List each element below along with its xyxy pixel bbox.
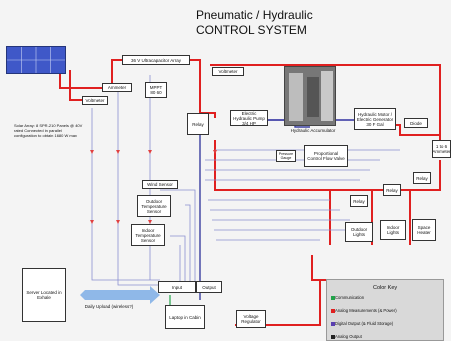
legend-item-1: Analog Measurements (& Power) bbox=[335, 308, 397, 313]
indoor-temp-sensor: Indoor Temperature Sensor bbox=[131, 224, 165, 246]
voltmeter-left: Voltmeter bbox=[82, 96, 108, 105]
upload-arrow bbox=[80, 286, 160, 304]
solar-array bbox=[6, 46, 66, 74]
ammeter-right: 1 to 6 Ammeter bbox=[432, 140, 451, 158]
legend-swatch-0 bbox=[331, 296, 335, 300]
indoor-lights: Indoor Lights bbox=[380, 220, 406, 240]
mppt-box: MPPT 80 60 bbox=[145, 82, 167, 98]
arrow-marks bbox=[90, 150, 217, 224]
laptop-box: Laptop in Cabin bbox=[165, 305, 205, 329]
upload-label: Daily Upload (wireless?) bbox=[84, 304, 134, 309]
legend-title: Color Key bbox=[373, 285, 398, 291]
output-box: Output bbox=[196, 281, 222, 293]
legend-item-3: Analog Output bbox=[335, 334, 362, 339]
relay-indoor: Relay bbox=[383, 184, 401, 196]
legend-swatch-1 bbox=[331, 309, 335, 313]
legend-item-2: Digital Output (& Fluid Storage) bbox=[335, 321, 394, 326]
server-box: Server Located in Exhale bbox=[22, 268, 66, 322]
ammeter-box: Ammeter bbox=[102, 83, 132, 92]
legend-swatch-2 bbox=[331, 322, 335, 326]
signal-lines bbox=[91, 75, 400, 286]
color-key-legend: Color Key Communication Analog Measureme… bbox=[326, 279, 444, 341]
legend-swatch-3 bbox=[331, 335, 335, 339]
pressure-gauge: Pressure Gauge bbox=[276, 150, 296, 162]
flow-control-valve: Proportional Control Flow Valve bbox=[304, 145, 348, 167]
diagram-title-line1: Pneumatic / Hydraulic bbox=[196, 8, 313, 22]
space-heater: Space Heater bbox=[412, 219, 436, 241]
relay-outdoor: Relay bbox=[350, 195, 368, 207]
relay-main: Relay bbox=[187, 113, 209, 135]
ultracapacitor-array: 36 V Ultracapacitor Array bbox=[122, 55, 190, 65]
solar-caption: Solar Array: 8 SPR-210 Panels @ 40V rate… bbox=[14, 123, 83, 138]
outdoor-temp-sensor: Outdoor Temperature Sensor bbox=[137, 195, 171, 217]
wind-sensor: Wind Sensor bbox=[142, 180, 178, 189]
hydraulic-motor: Hydraulic Motor / Electric Generator 30 … bbox=[354, 108, 396, 130]
diagram-title-line2: CONTROL SYSTEM bbox=[196, 23, 307, 37]
diode-box: Diode bbox=[404, 118, 428, 128]
voltmeter-top: Voltmeter bbox=[212, 67, 244, 76]
hydraulic-pump: Electric Hydraulic Pump 3/4 HP bbox=[230, 110, 268, 126]
outdoor-lights: Outdoor Lights bbox=[345, 222, 373, 242]
voltage-regulator: Voltage Regulator bbox=[236, 310, 266, 328]
input-box: Input bbox=[158, 281, 196, 293]
hydraulic-accumulator-image bbox=[284, 66, 336, 126]
relay-heater: Relay bbox=[413, 172, 431, 184]
accumulator-label: Hydraulic Accumulator bbox=[290, 128, 336, 133]
legend-item-0: Communication bbox=[335, 295, 365, 300]
